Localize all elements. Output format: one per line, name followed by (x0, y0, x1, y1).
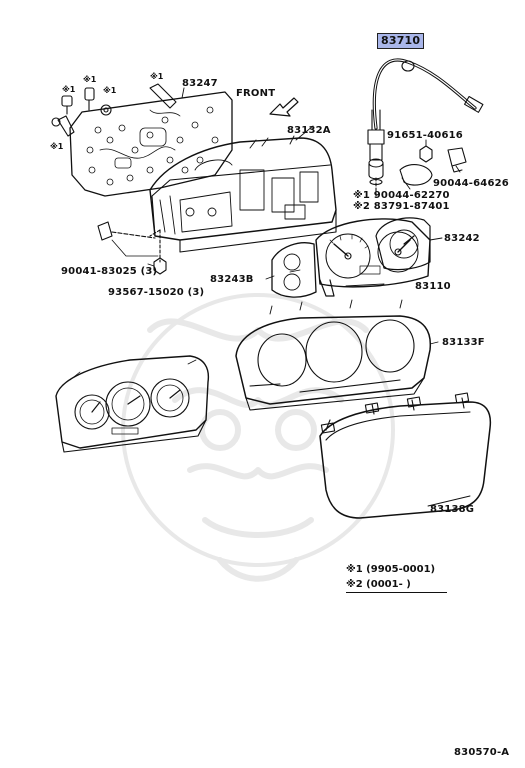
part-label-83133f[interactable]: 83133F (442, 337, 485, 348)
meter-glass-drawing (319, 392, 492, 519)
part-label-83132a[interactable]: 83132A (287, 125, 331, 136)
part-label-83247[interactable]: 83247 (182, 78, 218, 89)
bulb-sockets-drawing (51, 83, 177, 137)
part-label-83242[interactable]: 83242 (444, 233, 480, 244)
footnote-1: ※1 (9905-0001) (346, 564, 436, 575)
part-label-83791-87401[interactable]: ※2 83791-87401 (353, 201, 450, 212)
printed-circuit-drawing (69, 91, 233, 197)
front-arrow-drawing (269, 97, 299, 117)
asterisk-marker: ※1 (103, 86, 117, 95)
dial-83242-drawing (375, 217, 431, 271)
asterisk-marker: ※1 (83, 75, 97, 84)
watermark-emblem (121, 293, 395, 582)
part-label-83710[interactable]: 83710 (377, 33, 425, 49)
part-label-90044-62270[interactable]: ※1 90044-62270 (353, 190, 450, 201)
small-dial-83243b-drawing (271, 242, 317, 298)
meter-case-drawing (149, 135, 337, 253)
diagram-code: 830570-A (454, 747, 510, 758)
front-direction-label: FRONT (236, 88, 276, 99)
part-label-83110[interactable]: 83110 (415, 281, 451, 292)
main-dial-83110-drawing (315, 218, 431, 297)
cluster-subassembly-drawing (55, 355, 210, 453)
asterisk-marker: ※1 (150, 72, 164, 81)
meter-hood-drawing (235, 299, 432, 411)
part-label-83138g[interactable]: 83138G (430, 504, 475, 515)
leader-lines (147, 87, 471, 507)
screw-90041-drawing (97, 221, 167, 275)
footnote-underline (346, 592, 447, 593)
part-label-83243b[interactable]: 83243B (210, 274, 254, 285)
asterisk-marker: ※1 (50, 142, 64, 151)
speedometer-cable-drawing (367, 58, 484, 197)
part-label-91651-40616[interactable]: 91651-40616 (387, 130, 463, 141)
part-label-90041-83025[interactable]: 90041-83025 (3) (61, 266, 158, 277)
part-label-90044-64626[interactable]: 90044-64626 (433, 178, 509, 189)
part-label-93567-15020[interactable]: 93567-15020 (3) (108, 287, 205, 298)
asterisk-marker: ※1 (62, 85, 76, 94)
footnote-2: ※2 (0001- ) (346, 579, 411, 590)
